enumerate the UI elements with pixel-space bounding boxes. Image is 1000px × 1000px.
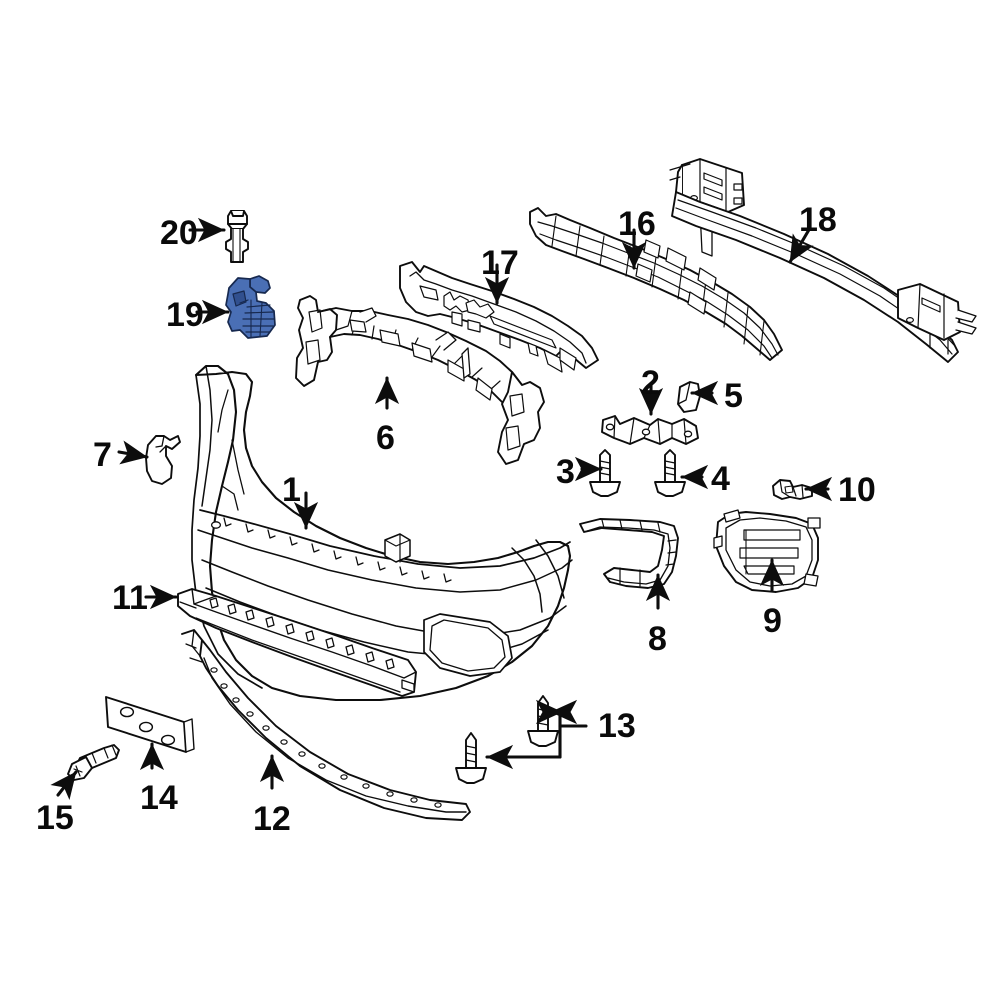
leader-18 [788, 226, 814, 264]
callout-number-10: 10 [838, 471, 876, 509]
part-8-fog-light-bezel-trim [579, 518, 679, 589]
part-6-radiator-support-tie-bar [295, 295, 545, 465]
callout-number-3: 3 [556, 453, 575, 491]
part-4-screw [654, 449, 686, 497]
callout-number-19: 19 [166, 296, 204, 334]
callout-number-16: 16 [618, 205, 656, 243]
part-17-bumper-energy-absorber-lower [399, 261, 599, 373]
part-10-bumper-retainer-bracket [772, 479, 813, 500]
callout-number-5: 5 [724, 377, 743, 415]
part-1-front-bumper-cover [191, 364, 573, 702]
callout-number-1: 1 [282, 471, 301, 509]
part-20-flange-bolt [225, 210, 249, 263]
callout-leader-arrows [50, 217, 833, 800]
callout-number-18: 18 [799, 201, 837, 239]
part-12-lower-valance-air-deflector [181, 629, 471, 821]
callout-number-12: 12 [253, 800, 291, 838]
callout-number-8: 8 [648, 620, 667, 658]
callout-number-4: 4 [711, 460, 730, 498]
part-13-screw-pair-lower [455, 732, 487, 784]
leader-15 [50, 770, 78, 800]
part-19-bumper-cover-side-bracket [225, 275, 276, 339]
callout-number-17: 17 [481, 244, 519, 282]
part-2-license-plate-bracket [601, 415, 699, 445]
part-3-screw [589, 449, 621, 497]
part-16-bumper-impact-absorber [529, 207, 783, 361]
part-9-fog-light-cover-grille [713, 509, 821, 593]
callout-number-6: 6 [376, 419, 395, 457]
callout-number-14: 14 [140, 779, 178, 817]
callout-number-2: 2 [641, 364, 660, 402]
callout-number-15: 15 [36, 799, 74, 837]
callout-number-7: 7 [93, 436, 112, 474]
part-14-license-plate-mounting-plate [105, 696, 195, 753]
part-11-lower-grille-molding [177, 588, 417, 697]
callout-number-11: 11 [112, 579, 148, 617]
part-5-retainer-clip [677, 381, 701, 413]
leader-7 [117, 440, 149, 465]
leader-13 [485, 699, 588, 770]
callout-number-13: 13 [598, 707, 636, 745]
callout-number-9: 9 [763, 602, 782, 640]
part-13-screw-pair-upper [527, 695, 559, 747]
part-18-bumper-reinforcement-bar [669, 158, 977, 363]
callout-number-20: 20 [160, 214, 198, 252]
part-7-bumper-cover-clip [145, 435, 181, 485]
